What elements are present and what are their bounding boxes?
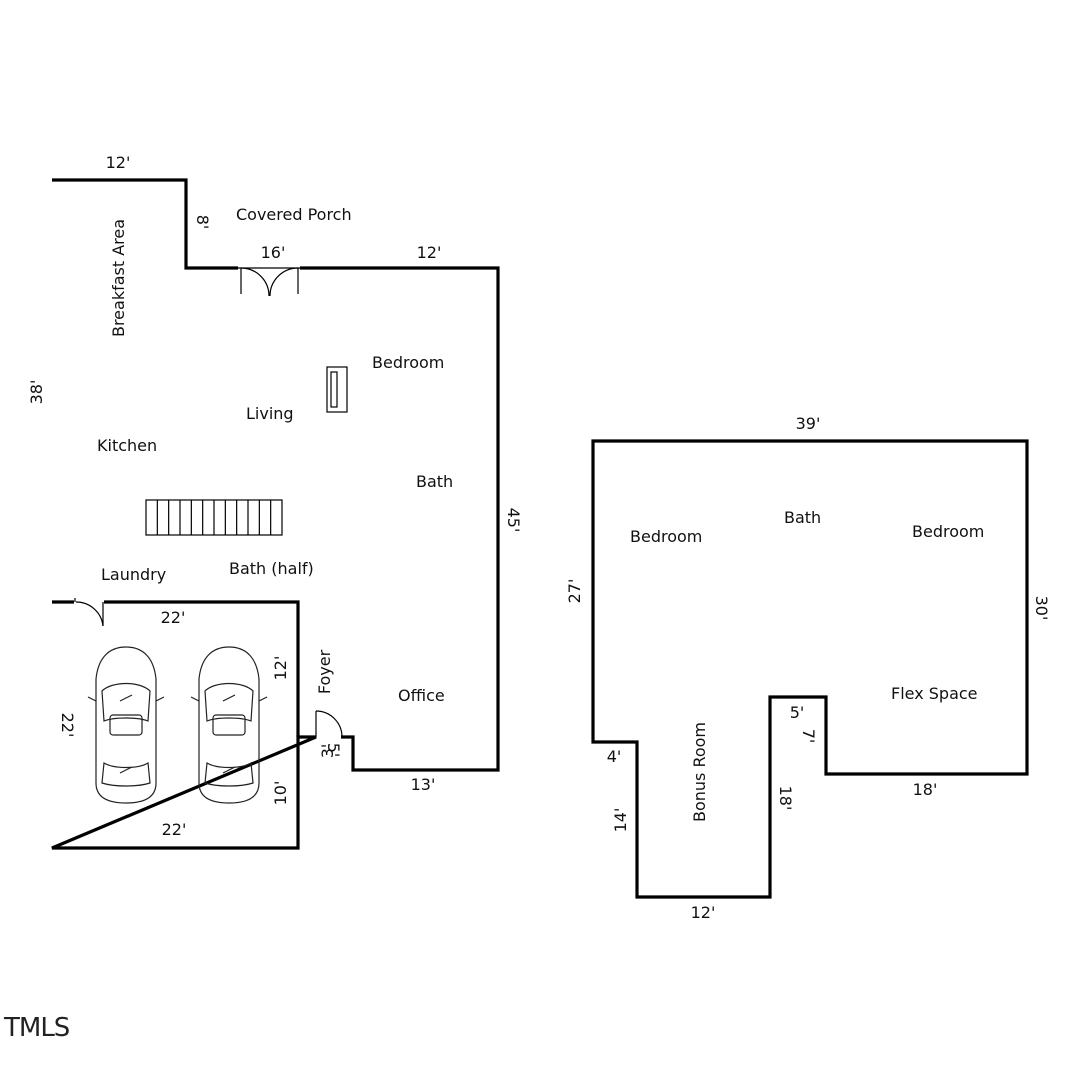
dimension-left: 27' [565, 579, 584, 604]
dimension-top-left: 12' [106, 153, 131, 172]
room-label-office: Office [398, 686, 445, 705]
room-label-bath: Bath [416, 472, 453, 491]
room-label-bath: Bath [784, 508, 821, 527]
car-icon [87, 646, 165, 804]
dimension-left-side: 38' [27, 380, 46, 405]
mls-watermark: TMLS [4, 1013, 70, 1043]
garage-interior-wall [52, 600, 300, 737]
dimension-foyer-width: 5' [324, 743, 343, 758]
foyer-door [315, 710, 343, 738]
dimension-bonus-bottom: 12' [691, 903, 716, 922]
dimension-garage-top: 22' [161, 608, 186, 627]
room-label-kitchen: Kitchen [97, 436, 157, 455]
room-label-bedroom: Bedroom [372, 353, 444, 372]
dimension-porch-depth: 8' [193, 215, 212, 230]
dimension-bottom-right: 13' [411, 775, 436, 794]
dimension-notch-left: 4' [607, 747, 622, 766]
dimension-right: 30' [1032, 596, 1051, 621]
room-label-bedroom-right: Bedroom [912, 522, 984, 541]
dimension-garage-right-lower: 10' [271, 781, 290, 806]
laundry-door [74, 598, 104, 627]
car-icon [190, 646, 268, 804]
room-label-bonus-room: Bonus Room [690, 722, 709, 822]
room-label-bath-half: Bath (half) [229, 559, 314, 578]
porch-double-door [238, 267, 300, 297]
dimension-bonus-left: 14' [611, 808, 630, 833]
dimension-porch-width: 16' [261, 243, 286, 262]
room-label-laundry: Laundry [101, 565, 166, 584]
room-label-covered-porch: Covered Porch [236, 205, 352, 224]
second-floor-plan: Bedroom Bath Bedroom Flex Space Bonus Ro… [565, 414, 1051, 922]
room-label-foyer: Foyer [315, 649, 334, 694]
second-floor-outline [591, 439, 1029, 899]
dimension-step-top: 5' [790, 703, 805, 722]
room-label-living: Living [246, 404, 294, 423]
first-floor-plan: Covered Porch Breakfast Area Bedroom Liv… [27, 153, 523, 850]
dimension-step-side: 7' [799, 729, 818, 744]
dimension-garage-bottom: 22' [162, 820, 187, 839]
room-label-flex-space: Flex Space [891, 684, 978, 703]
dimension-flex-bottom: 18' [913, 780, 938, 799]
dimension-garage-right-upper: 12' [271, 656, 290, 681]
dimension-garage-left: 22' [58, 713, 77, 738]
first-floor-outline [51, 178, 500, 850]
dimension-top: 39' [796, 414, 821, 433]
room-label-bedroom-left: Bedroom [630, 527, 702, 546]
staircase-symbol [145, 499, 283, 536]
room-label-breakfast-area: Breakfast Area [109, 219, 128, 337]
dimension-foyer-depth: 3' [318, 744, 337, 759]
dimension-top-right: 12' [417, 243, 442, 262]
dimension-bonus-right: 18' [776, 786, 795, 811]
dimension-right-side: 45' [504, 508, 523, 533]
fireplace-symbol [326, 366, 348, 413]
